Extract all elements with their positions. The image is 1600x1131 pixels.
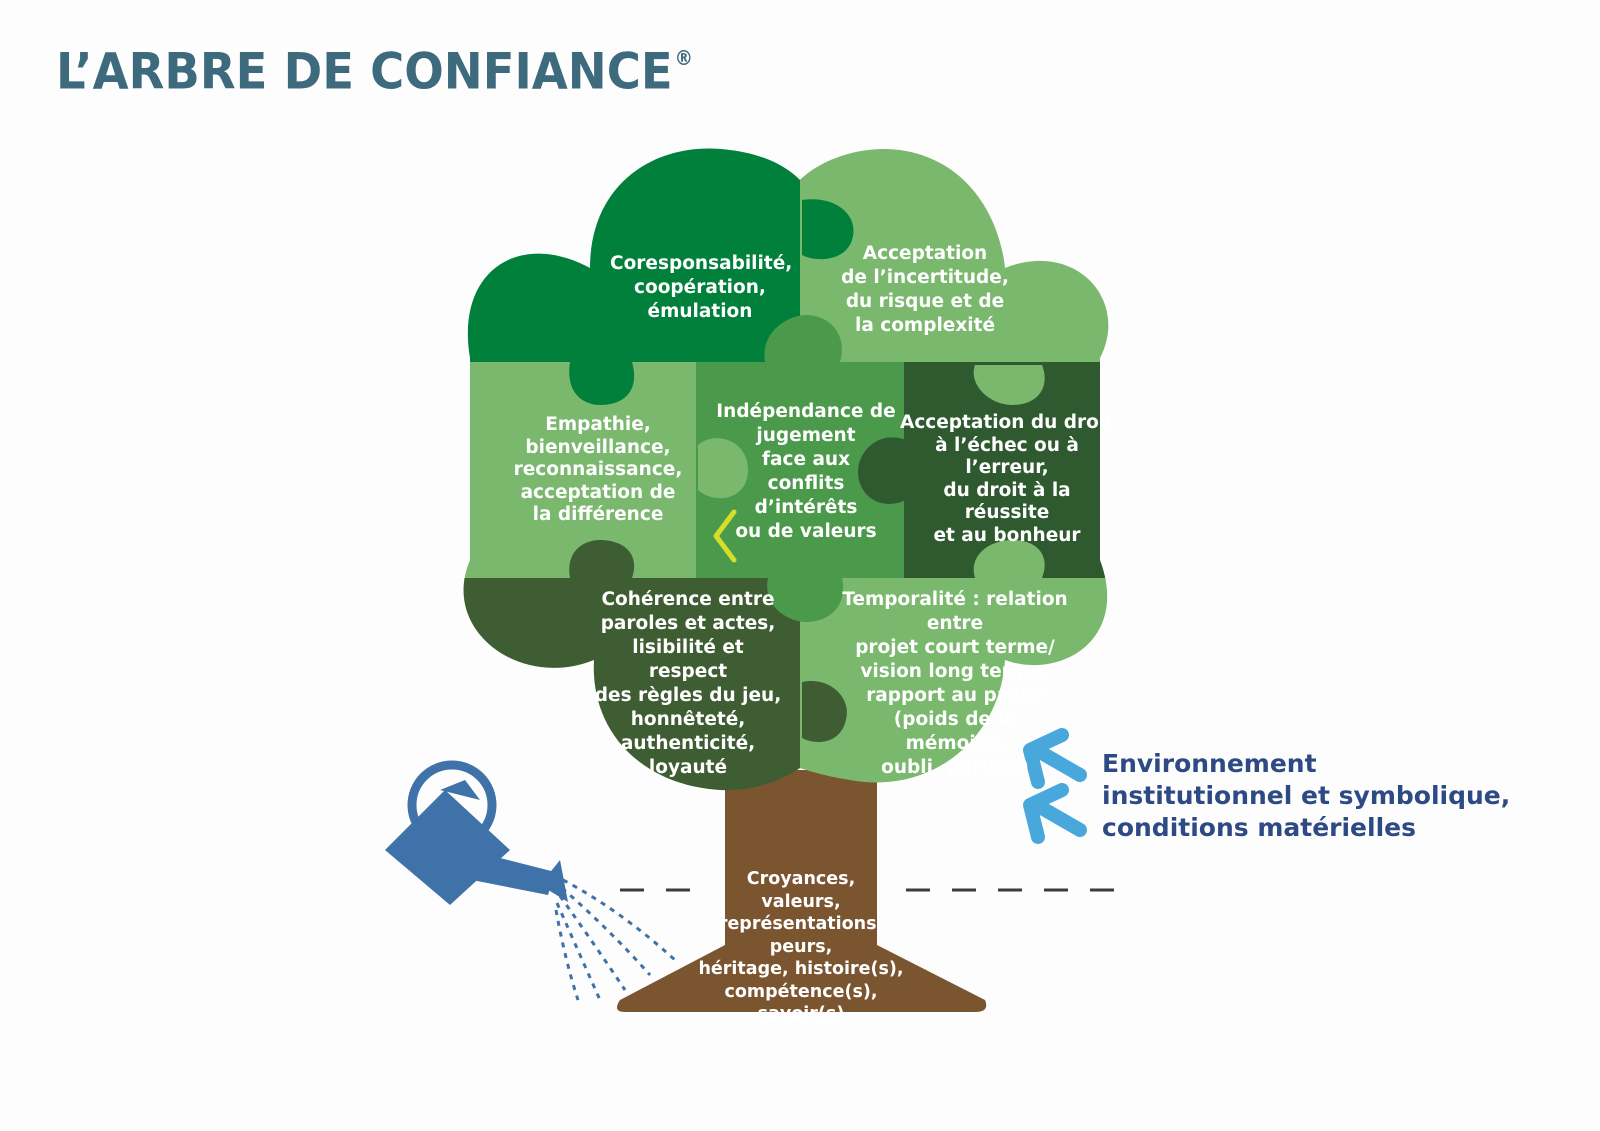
piece-top-left — [463, 148, 802, 365]
label-bottom-left: Cohérence entre paroles et actes, lisibi… — [594, 589, 782, 778]
knob-center-left — [698, 438, 748, 499]
label-bottom-right: Temporalité : relation entre projet cour… — [842, 589, 1068, 778]
label-top-left: Coresponsabilité, coopération, émulation — [610, 253, 793, 322]
label-top-right: Acceptation de l’incertitude, du risque … — [841, 243, 1009, 336]
knob-top-center — [764, 315, 842, 362]
watering-can-icon — [385, 760, 568, 905]
environment-label: Environnement institutionnel et symboliq… — [1102, 749, 1511, 842]
knob-top-right-into-top-left — [802, 199, 854, 260]
knob-middle-right-left — [858, 437, 906, 504]
knob-top-left-down — [569, 362, 635, 405]
label-middle-right: Acceptation du droit à l’échec ou à l’er… — [900, 412, 1114, 546]
knob-bottom-right-into-left — [802, 680, 847, 743]
knob-middle-left-down — [569, 540, 635, 578]
trunk — [616, 770, 987, 1012]
page-title: L’ARBRE DE CONFIANCE® — [56, 34, 693, 102]
water-drops — [554, 878, 677, 1001]
knob-bottom-center — [767, 578, 844, 622]
double-arrow-icon — [1023, 728, 1087, 844]
knob-middle-right-down — [973, 540, 1045, 578]
registered-mark: ® — [674, 46, 694, 70]
chevron-left-icon — [713, 509, 737, 563]
label-roots: Croyances, valeurs, représentations, peu… — [698, 869, 904, 1024]
title-text: L’ARBRE DE CONFIANCE — [56, 42, 673, 101]
knob-middle-right-up — [973, 365, 1045, 405]
label-center: Indépendance de jugement face aux confli… — [716, 401, 896, 542]
label-middle-left: Empathie, bienveillance, reconnaissance,… — [513, 414, 683, 525]
